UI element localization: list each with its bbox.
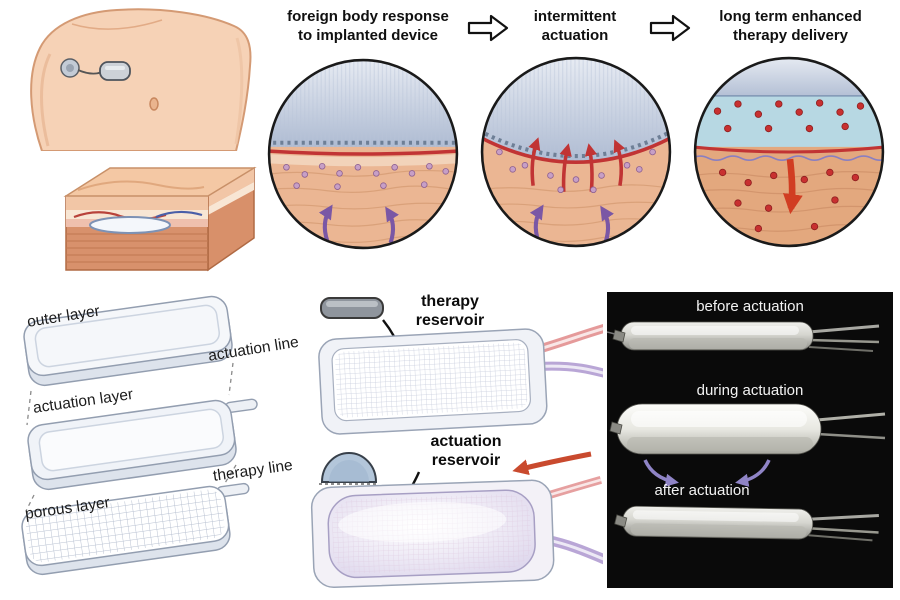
photo-before — [607, 321, 880, 352]
delivery-arrow — [783, 158, 803, 215]
immune-cells — [496, 148, 656, 194]
navel — [149, 97, 159, 111]
drug-particles-reservoir — [713, 99, 865, 133]
outer-layer-slab — [23, 295, 233, 387]
exploded-layer-view — [21, 295, 258, 576]
foreign-body-response-circle — [267, 58, 459, 250]
porous-layer-slab — [21, 482, 250, 576]
tissue-cross-section-illustration — [63, 166, 257, 272]
actuation-photos — [607, 321, 886, 542]
remodeled-tissue-line — [695, 155, 883, 161]
flow-arrow-1-icon — [467, 14, 509, 42]
device-assembly-illustration — [310, 297, 603, 589]
therapy-reservoir-icon — [320, 297, 384, 319]
therapy-delivery-circle — [693, 56, 885, 248]
flow-arrow-2-icon — [649, 14, 691, 42]
flow-step-2-label: intermittent actuation — [533, 8, 617, 44]
after-actuation-label: after actuation — [654, 482, 750, 499]
actuation-input-arrow — [512, 451, 592, 476]
vessel-blue — [155, 210, 203, 219]
stretched-capsule-line — [482, 135, 670, 164]
device-inflated-illustration — [310, 476, 603, 589]
therapy-reservoir-label: therapy reservoir — [415, 293, 485, 330]
implant-pump-icon — [99, 61, 131, 81]
flow-step-3-label: long term enhanced therapy delivery — [719, 8, 862, 44]
torso-body — [30, 8, 252, 151]
implanted-device-lens — [89, 216, 171, 234]
photo-during — [609, 403, 886, 455]
before-actuation-label: before actuation — [696, 298, 804, 315]
therapy-fluid-band — [695, 95, 883, 147]
cell-recruitment-arrows — [318, 204, 399, 244]
torso-implant-illustration — [30, 8, 252, 151]
photo-after — [614, 505, 879, 542]
flow-step-1-label: foreign body response to implanted devic… — [287, 8, 449, 44]
intermittent-actuation-circle — [480, 56, 672, 248]
fibrous-capsule-line — [269, 149, 457, 156]
immune-cells — [283, 162, 449, 190]
deflation-arrows — [643, 459, 771, 487]
during-actuation-label: during actuation — [696, 382, 804, 399]
actuation-layer-slab — [27, 398, 258, 491]
actuation-photo-panel: before actuation during actuation after … — [607, 292, 893, 588]
actuation-reservoir-label: actuation reservoir — [430, 433, 502, 470]
thin-capsule-line — [695, 145, 883, 154]
skin-surface — [63, 167, 257, 197]
porous-interface — [482, 128, 670, 159]
device-flat-illustration — [318, 322, 603, 435]
drug-particles-tissue — [718, 168, 860, 233]
